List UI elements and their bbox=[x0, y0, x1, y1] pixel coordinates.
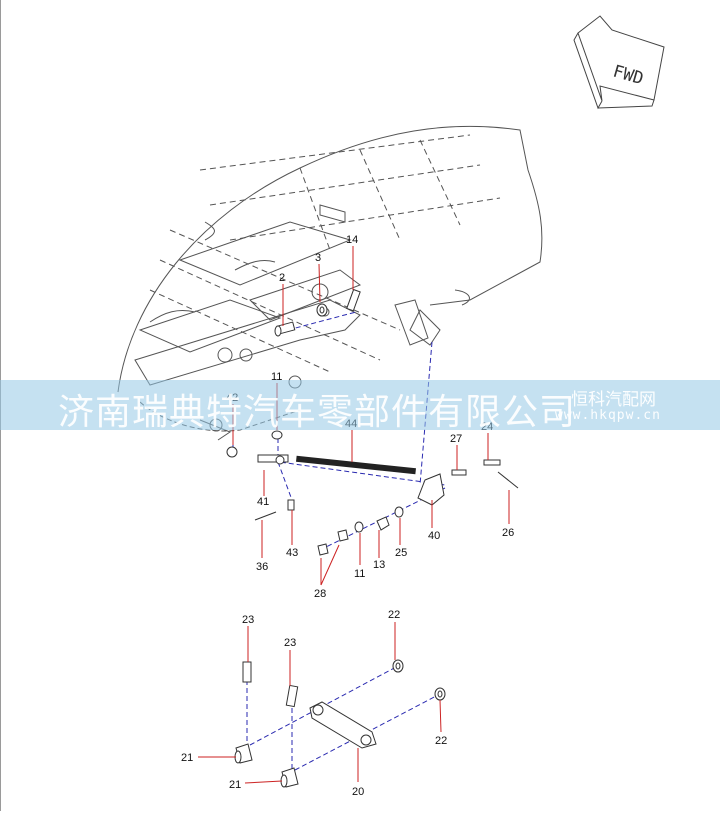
washer-11-lower bbox=[354, 521, 364, 533]
callout-2: 2 bbox=[279, 272, 285, 284]
bracket-40 bbox=[417, 473, 445, 506]
pin-23-left bbox=[242, 661, 252, 683]
watermark-company-name: 济南瑞典特汽车零部件有限公司 bbox=[58, 392, 577, 433]
callout-labels: 14 2 3 11 42 44 27 24 41 40 26 36 43 25 … bbox=[181, 234, 514, 798]
callout-36: 36 bbox=[256, 561, 268, 573]
watermark-brand: 恒科汽配网 bbox=[571, 390, 656, 410]
fwd-label: FWD bbox=[611, 62, 646, 90]
bolt-24 bbox=[483, 459, 501, 466]
link-20 bbox=[309, 701, 377, 749]
rod-41 bbox=[257, 454, 289, 465]
chain-44 bbox=[296, 455, 416, 475]
fwd-arrow-icon: FWD bbox=[573, 15, 665, 110]
callout-25: 25 bbox=[395, 547, 407, 559]
washer-11-upper bbox=[271, 430, 283, 440]
nut-13 bbox=[376, 516, 390, 531]
callout-20: 20 bbox=[352, 786, 364, 798]
washer-3 bbox=[316, 303, 328, 317]
callout-26: 26 bbox=[502, 527, 514, 539]
leader-lines bbox=[198, 246, 510, 784]
callout-13: 13 bbox=[373, 559, 385, 571]
callout-23-right: 23 bbox=[284, 637, 296, 649]
parts bbox=[226, 288, 519, 788]
callout-11-lower: 11 bbox=[354, 568, 365, 580]
washer-22-lower bbox=[434, 687, 446, 701]
callout-40: 40 bbox=[428, 530, 440, 542]
callout-41: 41 bbox=[257, 496, 269, 508]
pin-26 bbox=[497, 471, 519, 489]
callout-14: 14 bbox=[346, 234, 358, 246]
callout-21-upper: 21 bbox=[181, 752, 193, 764]
pin-14 bbox=[346, 288, 361, 312]
callout-43: 43 bbox=[286, 547, 298, 559]
callout-23-left: 23 bbox=[242, 614, 254, 626]
callout-22-upper: 22 bbox=[388, 609, 400, 621]
watermark-url: www.hkqpw.cn bbox=[555, 408, 661, 423]
pin-43 bbox=[287, 499, 295, 511]
washer-22-upper bbox=[392, 659, 404, 673]
pin-2 bbox=[274, 321, 296, 337]
pin-21-upper bbox=[234, 743, 253, 764]
callout-27: 27 bbox=[450, 433, 462, 445]
pin-21-lower bbox=[280, 767, 299, 788]
callout-21-lower: 21 bbox=[229, 779, 241, 791]
callout-28: 28 bbox=[314, 588, 326, 600]
pin-36 bbox=[254, 511, 277, 521]
callout-11-upper: 11 bbox=[271, 371, 282, 383]
washer-25 bbox=[394, 506, 404, 518]
vehicle-underbody bbox=[117, 125, 543, 441]
bolt-27 bbox=[451, 469, 467, 476]
pin-23-right bbox=[285, 684, 299, 708]
callout-22-lower: 22 bbox=[435, 735, 447, 747]
nut-42 bbox=[226, 446, 238, 458]
watermark-band bbox=[0, 380, 720, 430]
nuts-28 bbox=[317, 529, 349, 556]
callout-3: 3 bbox=[315, 252, 321, 264]
